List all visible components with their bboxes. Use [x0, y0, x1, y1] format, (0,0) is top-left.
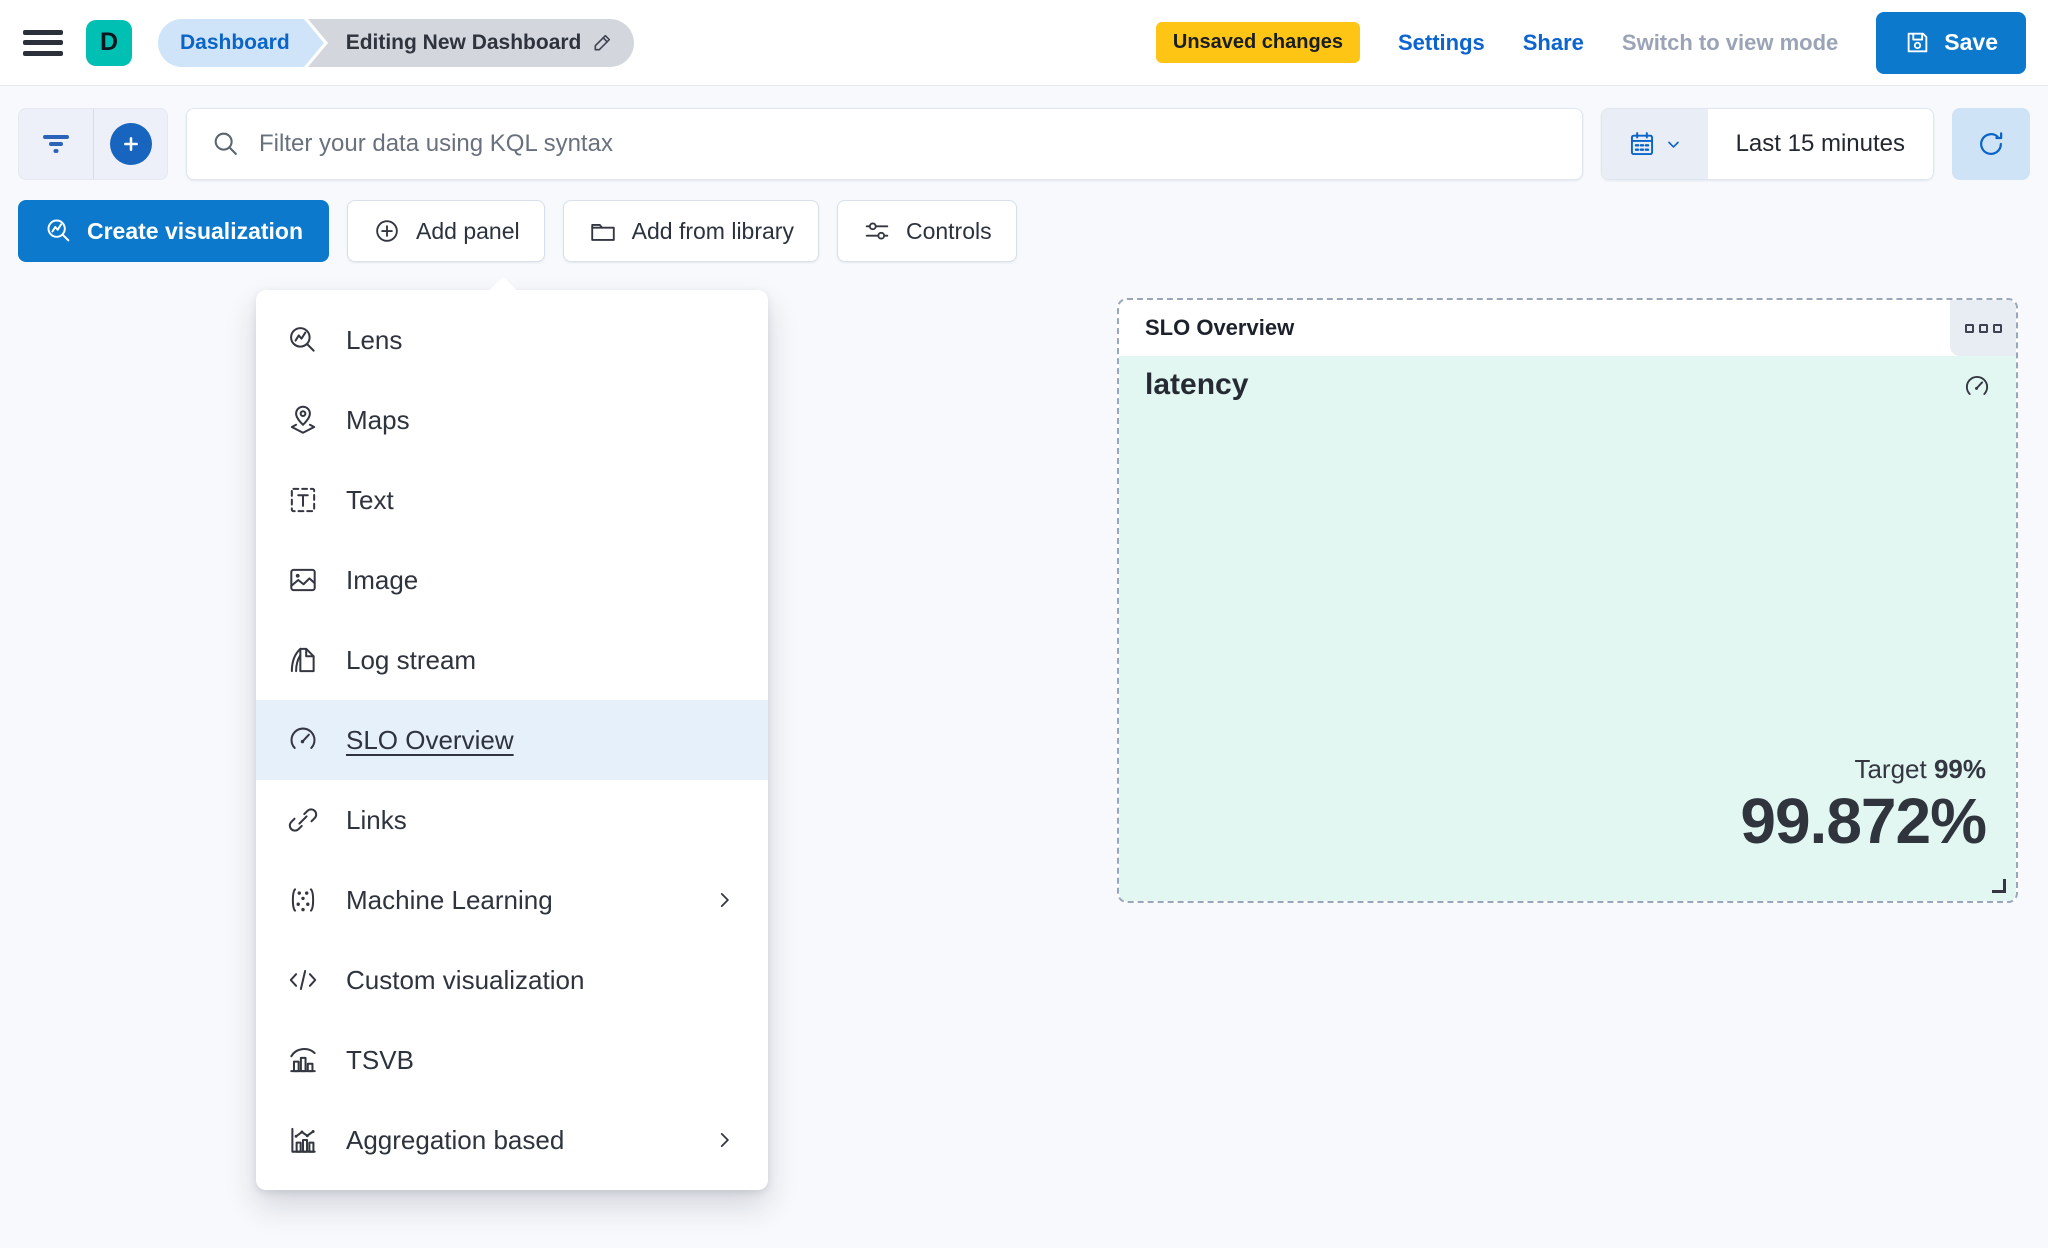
chevron-right-icon [712, 887, 738, 913]
menu-item-label: Log stream [346, 644, 477, 675]
settings-link[interactable]: Settings [1397, 29, 1485, 55]
kql-input[interactable] [259, 130, 1558, 158]
menu-item-image[interactable]: Image [256, 540, 768, 620]
slo-value: 99.872% [1740, 785, 1987, 857]
filter-icon [42, 135, 70, 153]
add-from-library-button[interactable]: Add from library [562, 200, 819, 262]
menu-item-maps[interactable]: Maps [256, 380, 768, 460]
dashboard-actions: Create visualization Add panel Add from … [0, 200, 2048, 276]
menu-item-label: Lens [346, 324, 403, 355]
log-stream-icon [286, 643, 320, 677]
time-range-picker: Last 15 minutes [1600, 108, 1934, 180]
panel-context-menu-button[interactable] [1950, 300, 2016, 356]
lens-icon [286, 323, 320, 357]
menu-hamburger-icon[interactable] [22, 26, 64, 60]
menu-item-slo-overview[interactable]: SLO Overview [256, 700, 768, 780]
breadcrumb-arrow [303, 18, 324, 67]
slo-overview-panel: SLO Overview latency Target 99% 99.872% [1117, 298, 2018, 903]
slo-metric-title: latency [1145, 368, 1249, 401]
menu-item-links[interactable]: Links [256, 780, 768, 860]
panel-resize-handle[interactable] [1992, 879, 2006, 893]
menu-item-label: Custom visualization [346, 964, 585, 995]
breadcrumb-current-label: Editing New Dashboard [345, 30, 582, 54]
plus-in-circle-icon [372, 216, 402, 246]
add-panel-menu: Lens Maps Text Image [256, 276, 768, 1190]
app-logo[interactable]: D [86, 19, 132, 66]
panel-title: SLO Overview [1145, 315, 1295, 340]
save-button-label: Save [1944, 29, 1998, 55]
menu-item-aggregation-based[interactable]: Aggregation based [256, 1100, 768, 1180]
menu-item-log-stream[interactable]: Log stream [256, 620, 768, 700]
controls-button[interactable]: Controls [836, 200, 1017, 262]
menu-item-label: SLO Overview [346, 724, 514, 755]
folder-icon [588, 216, 618, 246]
menu-item-label: Image [346, 564, 419, 595]
add-filter-button[interactable] [93, 109, 167, 179]
plus-circle-icon [109, 123, 152, 165]
kql-search-box [186, 108, 1583, 180]
slo-target-label: Target [1854, 754, 1927, 784]
maps-icon [286, 403, 320, 437]
breadcrumb-dashboard[interactable]: Dashboard [158, 18, 324, 67]
menu-item-machine-learning[interactable]: Machine Learning [256, 860, 768, 940]
save-button[interactable]: Save [1876, 11, 2026, 74]
create-visualization-label: Create visualization [87, 217, 304, 244]
filter-button-group [18, 108, 168, 180]
menu-item-label: Machine Learning [346, 884, 553, 915]
search-icon [211, 129, 241, 159]
switch-view-mode-link[interactable]: Switch to view mode [1621, 29, 1839, 55]
menu-item-label: Maps [346, 404, 410, 435]
code-icon [286, 963, 320, 997]
menu-item-text[interactable]: Text [256, 460, 768, 540]
chevron-down-icon [1665, 136, 1682, 153]
controls-label: Controls [905, 217, 992, 244]
sliders-icon [862, 216, 892, 246]
slo-gauge-icon [286, 723, 320, 757]
breadcrumb: Dashboard Editing New Dashboard [158, 18, 635, 67]
header-actions: Unsaved changes Settings Share Switch to… [1155, 11, 2026, 74]
filter-menu-button[interactable] [19, 109, 93, 179]
calendar-icon [1628, 130, 1656, 158]
boxes-horizontal-icon [1964, 323, 1974, 333]
add-panel-label: Add panel [416, 217, 520, 244]
create-visualization-button[interactable]: Create visualization [18, 200, 330, 262]
menu-item-label: Text [346, 484, 394, 515]
panel-header[interactable]: SLO Overview [1119, 300, 2016, 356]
chevron-right-icon [712, 1127, 738, 1153]
menu-item-label: TSVB [346, 1044, 414, 1075]
save-icon [1904, 29, 1931, 56]
menu-item-custom-visualization[interactable]: Custom visualization [256, 940, 768, 1020]
share-link[interactable]: Share [1522, 29, 1584, 55]
pencil-icon [591, 31, 614, 54]
machine-learning-icon [286, 883, 320, 917]
breadcrumb-current[interactable]: Editing New Dashboard [301, 18, 635, 67]
links-icon [286, 803, 320, 837]
menu-item-label: Links [346, 804, 407, 835]
slo-target: Target 99% [1740, 754, 1986, 785]
add-panel-button[interactable]: Add panel [347, 200, 545, 262]
menu-item-tsvb[interactable]: TSVB [256, 1020, 768, 1100]
unsaved-changes-badge: Unsaved changes [1155, 22, 1360, 63]
slo-values: Target 99% 99.872% [1740, 754, 1987, 857]
slo-target-value: 99% [1933, 754, 1986, 784]
refresh-icon [1976, 129, 2006, 159]
aggregation-chart-icon [286, 1123, 320, 1157]
top-header: D Dashboard Editing New Dashboard Unsave… [0, 0, 2048, 86]
query-toolbar: Last 15 minutes [0, 86, 2048, 200]
menu-item-label: Aggregation based [346, 1124, 565, 1155]
add-from-library-label: Add from library [631, 217, 794, 244]
time-range-value[interactable]: Last 15 minutes [1707, 109, 1933, 179]
slo-panel-body: latency Target 99% 99.872% [1119, 356, 2016, 901]
lens-icon [44, 216, 74, 246]
menu-item-lens[interactable]: Lens [256, 300, 768, 380]
image-icon [286, 563, 320, 597]
tsvb-icon [286, 1043, 320, 1077]
date-picker-button[interactable] [1601, 109, 1708, 179]
text-icon [286, 483, 320, 517]
gauge-icon [1962, 372, 1992, 402]
refresh-button[interactable] [1952, 108, 2030, 180]
